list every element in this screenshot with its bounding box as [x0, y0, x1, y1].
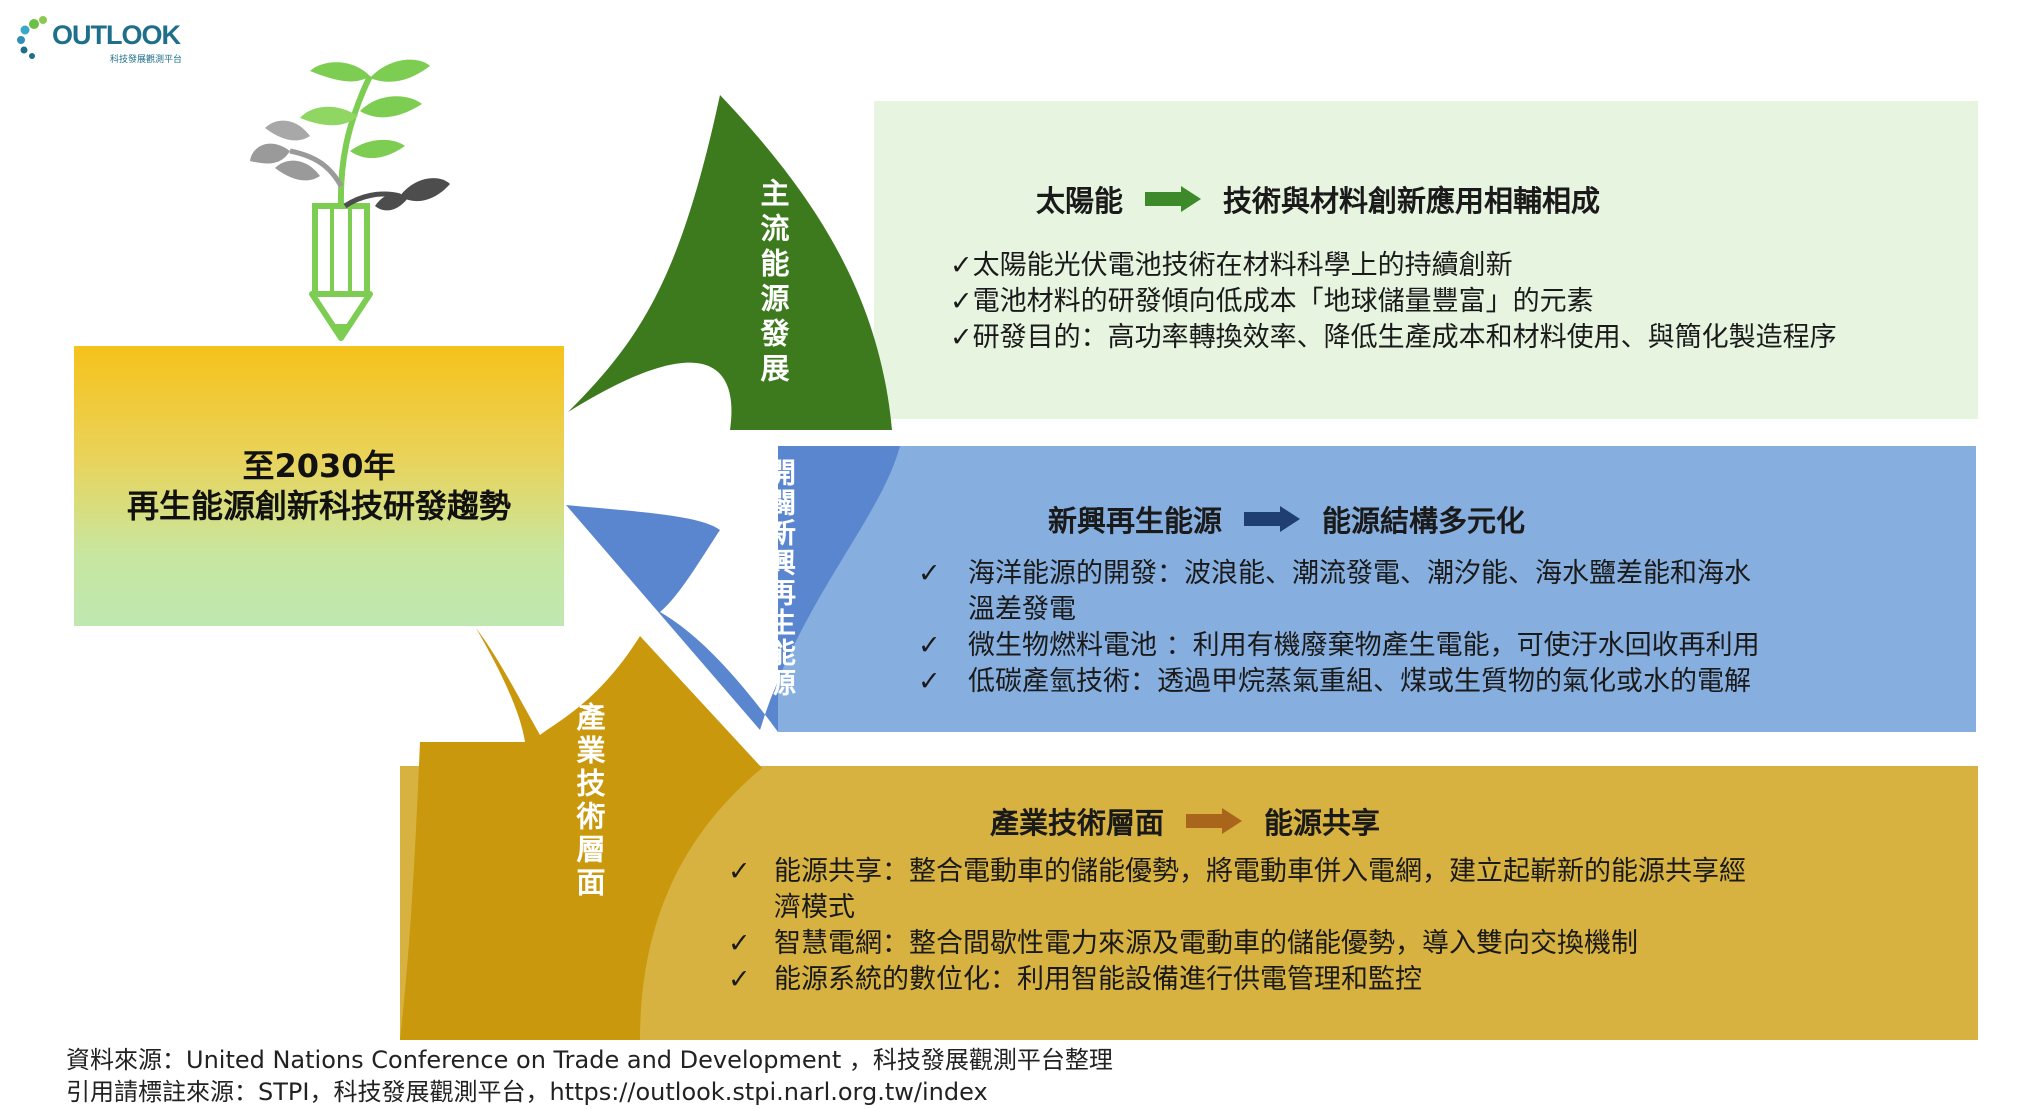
check-icon: ✓	[950, 286, 973, 317]
right-arrow-icon	[1186, 808, 1243, 834]
source-note: 資料來源：United Nations Conference on Trade …	[66, 1044, 1113, 1108]
center-title-line2: 再生能源創新科技研發趨勢	[126, 487, 511, 525]
industry-header-left: 產業技術層面	[990, 806, 1165, 840]
list-item: ✓研發目的：高功率轉換效率、降低生產成本和材料使用、與簡化製造程序	[950, 320, 1837, 356]
list-item: ✓ 智慧電網：整合間歇性電力來源及電動車的儲能優勢，導入雙向交換機制	[728, 926, 1746, 962]
right-arrow-icon	[1145, 186, 1202, 212]
outlook-logo: OUTLOOK 科技發展觀測平台	[14, 8, 194, 68]
industry-list: ✓ 能源共享：整合電動車的儲能優勢，將電動車併入電網，建立起嶄新的能源共享經 濟…	[728, 854, 1746, 998]
solar-list: ✓太陽能光伏電池技術在材料科學上的持續創新 ✓電池材料的研發傾向低成本「地球儲量…	[950, 248, 1837, 356]
new-energy-list: ✓ 海洋能源的開發：波浪能、潮流發電、潮汐能、海水鹽差能和海水 溫差發電 ✓ 微…	[918, 556, 1760, 700]
branch-label-solar: 主流能源發展	[756, 178, 790, 388]
green-branch-shape	[568, 95, 892, 430]
logo-word: OUTLOOK	[52, 20, 181, 50]
check-icon: ✓	[950, 322, 973, 353]
check-icon: ✓	[950, 250, 973, 281]
industry-header: 產業技術層面 能源共享	[990, 800, 1380, 842]
blue-branch-shape	[566, 446, 900, 732]
new-energy-header: 新興再生能源 能源結構多元化	[1048, 498, 1525, 540]
new-energy-header-left: 新興再生能源	[1048, 504, 1223, 538]
source-line-2: 引用請標註來源：STPI，科技發展觀測平台，https://outlook.st…	[66, 1078, 988, 1106]
solar-header-left: 太陽能	[1036, 184, 1124, 218]
list-item: ✓太陽能光伏電池技術在材料科學上的持續創新	[950, 248, 1837, 284]
center-title-line1: 至2030年	[242, 447, 396, 485]
logo-subtitle: 科技發展觀測平台	[110, 55, 183, 65]
list-item: ✓電池材料的研發傾向低成本「地球儲量豐富」的元素	[950, 284, 1837, 320]
new-energy-panel	[778, 446, 1976, 732]
list-item: ✓ 能源共享：整合電動車的儲能優勢，將電動車併入電網，建立起嶄新的能源共享經 濟…	[728, 854, 1746, 926]
check-icon: ✓	[918, 630, 941, 661]
source-line-1: 資料來源：United Nations Conference on Trade …	[66, 1046, 1113, 1074]
check-icon: ✓	[918, 558, 941, 589]
list-item: ✓ 低碳產氫技術：透過甲烷蒸氣重組、煤或生質物的氣化或水的電解	[918, 664, 1760, 700]
branch-label-new-energy: 開闢新興再生能源	[764, 458, 797, 698]
check-icon: ✓	[728, 928, 751, 959]
solar-header-right: 技術與材料創新應用相輔相成	[1223, 184, 1601, 218]
list-item: ✓ 微生物燃料電池 ：利用有機廢棄物產生電能，可使汙水回收再利用	[918, 628, 1760, 664]
industry-header-right: 能源共享	[1264, 806, 1381, 840]
plant-pencil-icon	[250, 59, 450, 341]
solar-header: 太陽能 技術與材料創新應用相輔相成	[1036, 178, 1600, 220]
check-icon: ✓	[918, 666, 941, 697]
list-item: ✓ 能源系統的數位化：利用智能設備進行供電管理和監控	[728, 962, 1746, 998]
check-icon: ✓	[728, 964, 751, 995]
solar-panel	[874, 101, 1978, 419]
check-icon: ✓	[728, 856, 751, 887]
central-topic-box: 至2030年 再生能源創新科技研發趨勢	[74, 346, 564, 626]
list-item: ✓ 海洋能源的開發：波浪能、潮流發電、潮汐能、海水鹽差能和海水 溫差發電	[918, 556, 1760, 628]
gold-branch-shape	[400, 628, 762, 1040]
right-arrow-icon	[1244, 506, 1301, 532]
new-energy-header-right: 能源結構多元化	[1322, 504, 1526, 538]
dots-swirl-icon	[17, 16, 47, 59]
branch-label-industry: 產業技術層面	[572, 702, 606, 900]
